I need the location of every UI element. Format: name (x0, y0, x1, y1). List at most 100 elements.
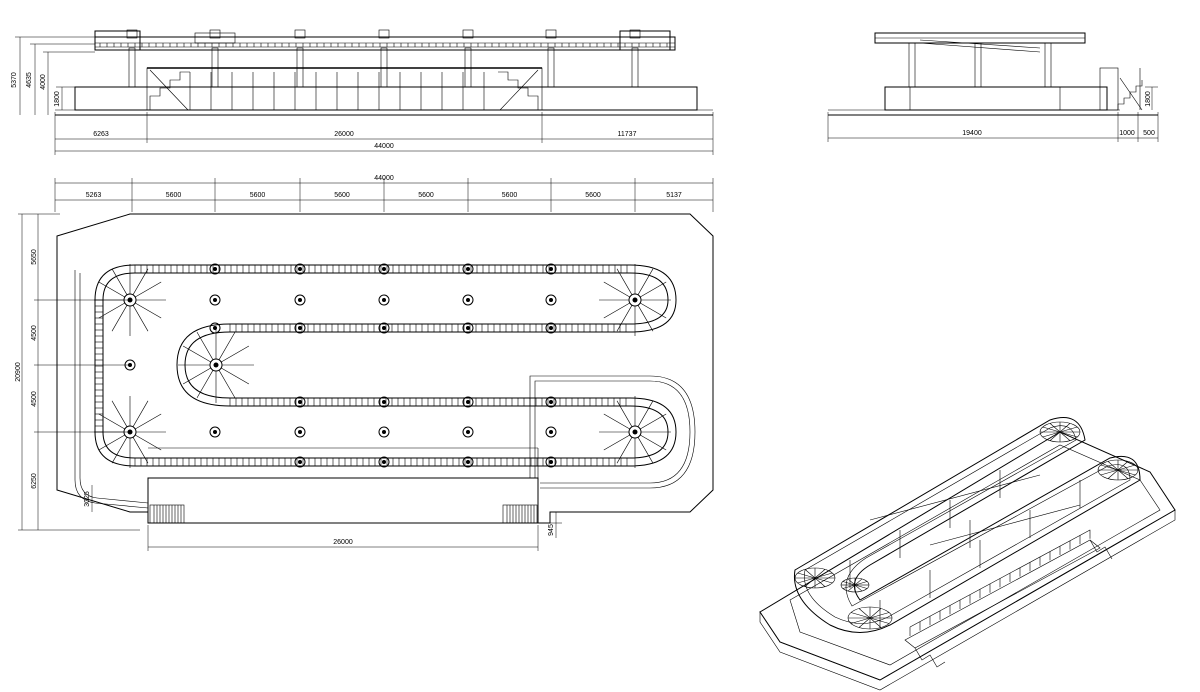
front-column-cap (462, 29, 474, 39)
front-column (128, 47, 136, 88)
plan-track (94, 264, 677, 467)
front-column-cap (126, 29, 138, 39)
column-hub (378, 294, 390, 306)
front-dim-1800: 1800 (54, 91, 61, 107)
turntable-top-right (599, 264, 671, 336)
side-dimensions: 1800 19400 1000 500 (827, 86, 1159, 142)
iso-columns (849, 470, 1081, 628)
front-column-cap (378, 29, 390, 39)
column-hub (545, 456, 557, 468)
iso-railing (909, 529, 1091, 636)
plan-bottom-dimensions: 26000 945 (147, 512, 562, 551)
column-hub (462, 396, 474, 408)
front-stairs-left (149, 69, 190, 111)
column-hub (545, 426, 557, 438)
plan-entry-path (529, 375, 696, 489)
iso-turntable-center (840, 577, 870, 593)
front-stairs-right (498, 69, 539, 111)
plan-stage (147, 477, 539, 524)
plan-span-label: 5600 (418, 192, 434, 199)
front-column-cap (545, 29, 557, 39)
plan-dim-44000: 44000 (374, 175, 394, 182)
column-hub (209, 294, 221, 306)
front-column (296, 47, 304, 88)
column-hub (545, 396, 557, 408)
front-column-cap (629, 29, 641, 39)
iso-turntables (794, 421, 1139, 630)
front-column-cap (294, 29, 306, 39)
column-hub (462, 322, 474, 334)
plan-dim-4500-b: 4500 (31, 391, 38, 407)
plan-dim-26000: 26000 (333, 539, 353, 546)
column-hub (545, 322, 557, 334)
front-column (380, 47, 388, 88)
front-width-dimensions: 6263 26000 11737 44000 (54, 112, 714, 155)
plan-platform-outline (56, 213, 714, 524)
iso-turntable-bottom (847, 606, 893, 630)
plan-dim-20900: 20900 (15, 362, 22, 382)
plan-turntables (94, 264, 671, 468)
front-dim-5370: 5370 (11, 72, 18, 88)
column-hub (209, 426, 221, 438)
side-stair-tower (1099, 67, 1143, 111)
plan-span-label: 5600 (502, 192, 518, 199)
side-dim-500: 500 (1143, 130, 1155, 137)
front-drive-unit-left (94, 30, 141, 51)
front-column (631, 47, 639, 88)
plan-span-label: 5137 (666, 192, 682, 199)
front-dim-4000: 4000 (40, 74, 47, 90)
column-hub (462, 294, 474, 306)
column-hub (378, 263, 390, 275)
column-hub (294, 456, 306, 468)
turntable-bottom-right (599, 396, 671, 468)
side-dim-1000: 1000 (1119, 130, 1135, 137)
front-railing (189, 72, 485, 110)
plan-span-label: 5600 (334, 192, 350, 199)
front-dim-4635: 4635 (26, 72, 33, 88)
plan-span-label: 5263 (86, 192, 102, 199)
plan-stairs-right (502, 504, 538, 524)
column-hub (209, 322, 221, 334)
plan-dim-6250: 6250 (31, 473, 38, 489)
iso-turntable-left (794, 567, 836, 589)
front-drive-unit-mid (194, 32, 236, 44)
front-dim-44000: 44000 (374, 143, 394, 150)
column-hub (378, 396, 390, 408)
plan-column-hubs (124, 263, 557, 468)
iso-stairs (914, 539, 1113, 668)
isometric-view (759, 417, 1176, 691)
front-columns (126, 29, 641, 88)
column-hub (294, 263, 306, 275)
side-column (974, 42, 982, 88)
front-column-cap (209, 29, 221, 39)
front-column (211, 47, 219, 88)
iso-track (793, 417, 1141, 633)
plan-dim-4500-a: 4500 (31, 325, 38, 341)
front-elevation: 5370 4635 4000 1800 6263 26000 11737 440… (11, 29, 714, 155)
side-column (1044, 42, 1052, 88)
plan-stairs-left (149, 504, 185, 524)
iso-turntable-top (1039, 421, 1081, 443)
front-drive-unit-right (619, 30, 671, 51)
side-columns (908, 42, 1052, 88)
front-height-dimensions: 5370 4635 4000 1800 (11, 36, 95, 115)
column-hub (378, 426, 390, 438)
iso-base-edge (759, 509, 1176, 691)
iso-turntable-right (1097, 459, 1139, 481)
column-hub (378, 456, 390, 468)
column-hub (294, 396, 306, 408)
front-base-plinth (74, 86, 698, 111)
side-base-plinth (884, 86, 1108, 111)
plan-dim-5650: 5650 (31, 249, 38, 265)
column-hub (294, 322, 306, 334)
column-hub (294, 294, 306, 306)
plan-left-dimensions: 5650 4500 4500 6250 20900 3025 (15, 213, 140, 531)
front-dim-6263: 6263 (93, 131, 109, 138)
front-column (464, 47, 472, 88)
front-column (547, 47, 555, 88)
plan-boundary-wall (74, 270, 149, 509)
column-hub (294, 426, 306, 438)
